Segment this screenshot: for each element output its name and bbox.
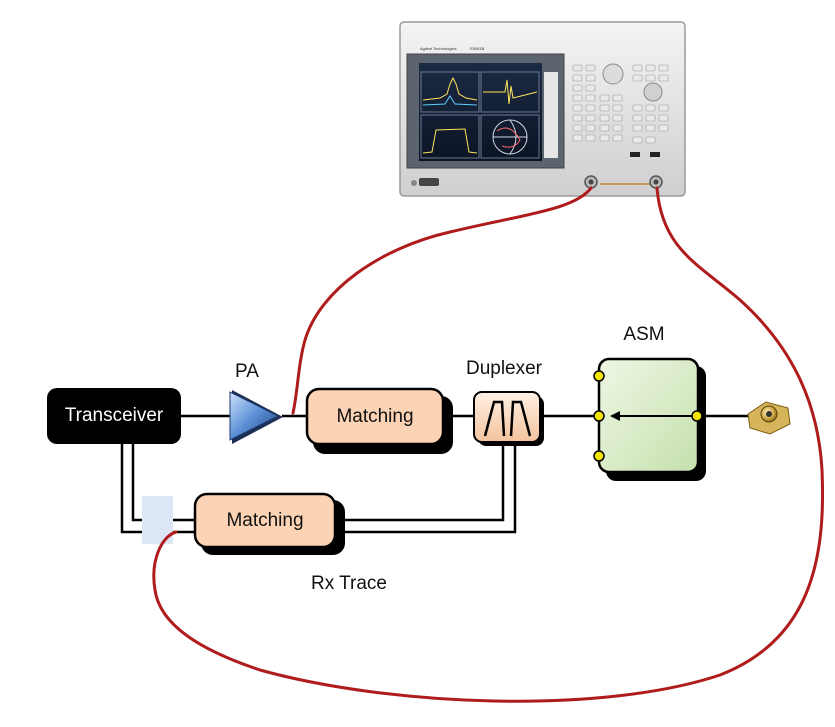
analyzer-nav-pad bbox=[643, 82, 663, 102]
analyzer-model: E5061B bbox=[470, 46, 485, 51]
asm-port-dot bbox=[593, 450, 605, 462]
asm-port-dot bbox=[593, 410, 605, 422]
matching-rx-label: Matching bbox=[226, 510, 303, 531]
power-button bbox=[411, 180, 417, 186]
analyzer-floppy bbox=[419, 178, 439, 186]
asm-switch bbox=[593, 357, 706, 481]
matching-tx-label: Matching bbox=[336, 406, 413, 427]
cable-port1-to-pa bbox=[291, 186, 593, 415]
transceiver-label: Transceiver bbox=[64, 405, 164, 426]
analyzer-keypad bbox=[572, 64, 669, 144]
duplexer-label: Duplexer bbox=[466, 358, 543, 379]
duplexer bbox=[473, 391, 544, 446]
network-analyzer: Agilent Technologies E5061B bbox=[399, 21, 686, 197]
analyzer-knob bbox=[602, 63, 624, 85]
asm-port-dot bbox=[691, 410, 703, 422]
asm-port-dot bbox=[593, 370, 605, 382]
analyzer-brand: Agilent Technologies bbox=[420, 46, 457, 51]
analyzer-screen-traces bbox=[420, 71, 540, 159]
rf-cables bbox=[152, 186, 824, 703]
matching-tx-box bbox=[305, 387, 445, 446]
analyzer-softkeys bbox=[544, 72, 558, 158]
antenna-connector bbox=[747, 401, 791, 435]
rx-trace-label: Rx Trace bbox=[311, 573, 387, 594]
matching-rx-box bbox=[193, 492, 337, 549]
cable-port2-to-rx bbox=[152, 186, 824, 703]
asm-label: ASM bbox=[623, 324, 664, 345]
pa-label: PA bbox=[235, 361, 259, 382]
transceiver-block: Transceiver bbox=[47, 388, 181, 444]
pa-amplifier bbox=[229, 390, 283, 444]
